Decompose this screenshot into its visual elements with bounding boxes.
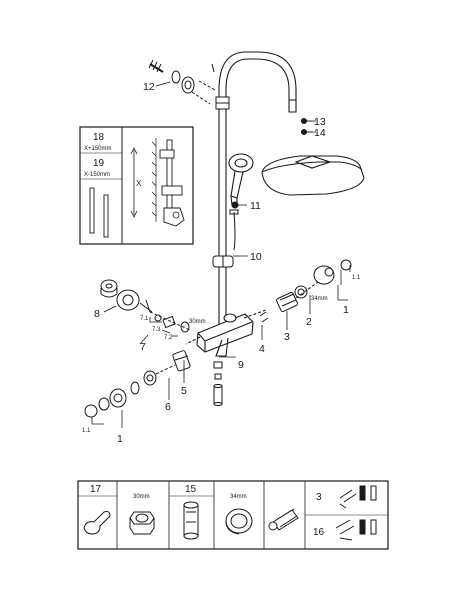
callout-labels: 12 13 14 11 10 8 7.1 7.3 7.2 7 30mm 5 6 … bbox=[82, 81, 361, 445]
nut-30mm-icon bbox=[129, 511, 155, 535]
callout-11: 11 bbox=[250, 200, 261, 212]
overhead-shower-head bbox=[261, 117, 365, 196]
inset-label-19: X-150mm bbox=[84, 172, 110, 178]
inset-number-18: 18 bbox=[93, 132, 105, 143]
screw-set-icon-bottom bbox=[335, 519, 377, 541]
shower-slider bbox=[212, 255, 234, 268]
callout-14: 14 bbox=[314, 127, 326, 139]
callout-7-3: 7.3 bbox=[152, 327, 161, 333]
callout-7: 7 bbox=[140, 341, 146, 353]
wrench-icon bbox=[83, 511, 111, 535]
sleeve-icon bbox=[183, 501, 199, 540]
callout-34mm: 34mm bbox=[311, 296, 328, 302]
callout-12: 12 bbox=[143, 81, 155, 93]
callout-9: 9 bbox=[238, 359, 244, 371]
shower-riser-pipe bbox=[218, 51, 297, 340]
callout-7-1: 7.1 bbox=[140, 316, 149, 322]
inset-dimension-x: X bbox=[136, 179, 142, 188]
hand-shower bbox=[228, 153, 254, 206]
callout-4: 4 bbox=[259, 343, 265, 355]
screw-set-icon-top bbox=[339, 485, 377, 509]
tools-accessories-panel: 17 30mm 15 34mm 3 bbox=[77, 480, 389, 550]
callout-5: 5 bbox=[181, 385, 187, 397]
outlet-pipe bbox=[213, 361, 223, 406]
cartridge-icon bbox=[268, 508, 299, 531]
callout-8: 8 bbox=[94, 308, 100, 320]
wall-bracket-parts bbox=[148, 59, 216, 105]
callout-2: 2 bbox=[306, 316, 312, 328]
callout-1-1-left: 1.1 bbox=[82, 428, 91, 434]
right-handle-parts bbox=[259, 259, 352, 323]
callout-1-1-right: 1.1 bbox=[352, 275, 361, 281]
inset-number-19: 19 bbox=[93, 158, 105, 169]
tool-label-30mm: 30mm bbox=[133, 494, 150, 500]
callout-6: 6 bbox=[165, 401, 171, 413]
tool-number-16: 16 bbox=[313, 527, 325, 538]
tool-number-17: 17 bbox=[90, 484, 102, 495]
ring-34mm-icon bbox=[225, 508, 253, 535]
left-handle-parts bbox=[100, 279, 191, 333]
riser-clamp bbox=[215, 96, 230, 110]
thermostat-mixer bbox=[185, 309, 267, 357]
callout-leaders bbox=[91, 81, 351, 428]
callout-3: 3 bbox=[284, 331, 290, 343]
tool-number-15: 15 bbox=[185, 484, 197, 495]
tool-number-3: 3 bbox=[316, 492, 322, 503]
callout-10: 10 bbox=[250, 251, 262, 263]
callout-30mm-top: 30mm bbox=[189, 319, 206, 325]
shower-hose bbox=[229, 201, 239, 251]
riser-length-inset: 18 X+150mm 19 X-150mm X bbox=[79, 126, 194, 245]
callout-1-right: 1 bbox=[343, 304, 349, 316]
callout-7-2: 7.2 bbox=[164, 335, 173, 341]
callout-13: 13 bbox=[314, 116, 326, 128]
inset-label-18: X+150mm bbox=[84, 146, 112, 152]
callout-1-left: 1 bbox=[117, 433, 123, 445]
left-lower-parts bbox=[84, 350, 191, 418]
tool-label-34mm: 34mm bbox=[230, 494, 247, 500]
